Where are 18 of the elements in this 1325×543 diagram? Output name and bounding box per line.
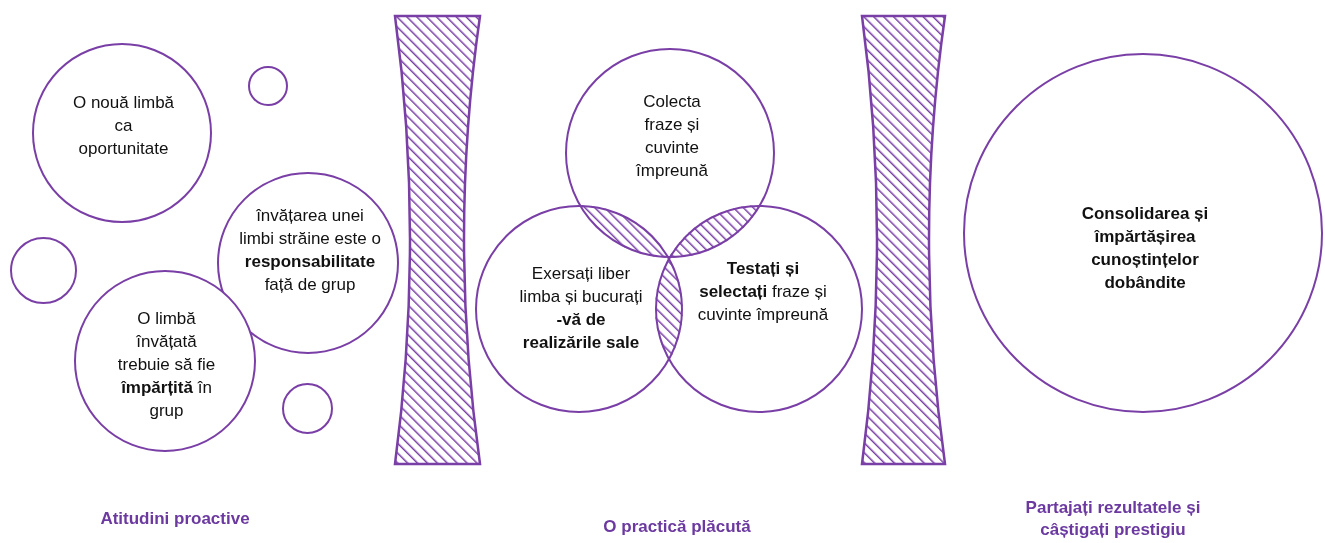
circle-bubble (963, 53, 1323, 413)
bubble-text: Testați și selectați fraze și cuvinte împreună (697, 258, 829, 326)
empty-circle (248, 66, 288, 106)
hatched-divider (393, 14, 482, 466)
section-title: Partajați rezultatele și câștigați prestigiu (1024, 497, 1202, 541)
empty-circle (10, 237, 77, 304)
hatched-overlap (655, 256, 683, 362)
bubble-text: O nouă limbă ca oportunitate (71, 92, 176, 160)
bubble-text: Consolidarea și împărtășirea cunoștințelor dobândite (1080, 203, 1210, 294)
section-title: O practică plăcută (602, 516, 752, 538)
section-title: Atitudini proactive (99, 508, 251, 530)
bubble-text: învățarea unei limbi străine este o responsabilitate față de grup (238, 205, 382, 296)
hatched-divider (860, 14, 947, 466)
bubble-text: Exersați liber limba și bucurați -vă de realizările sale (519, 263, 643, 354)
circle-bubble (32, 43, 212, 223)
empty-circle (282, 383, 333, 434)
bubble-text: O limbă învățată trebuie să fie împărțită în grup (116, 308, 217, 422)
bubble-text: Colecta fraze și cuvinte împreună (635, 91, 709, 182)
